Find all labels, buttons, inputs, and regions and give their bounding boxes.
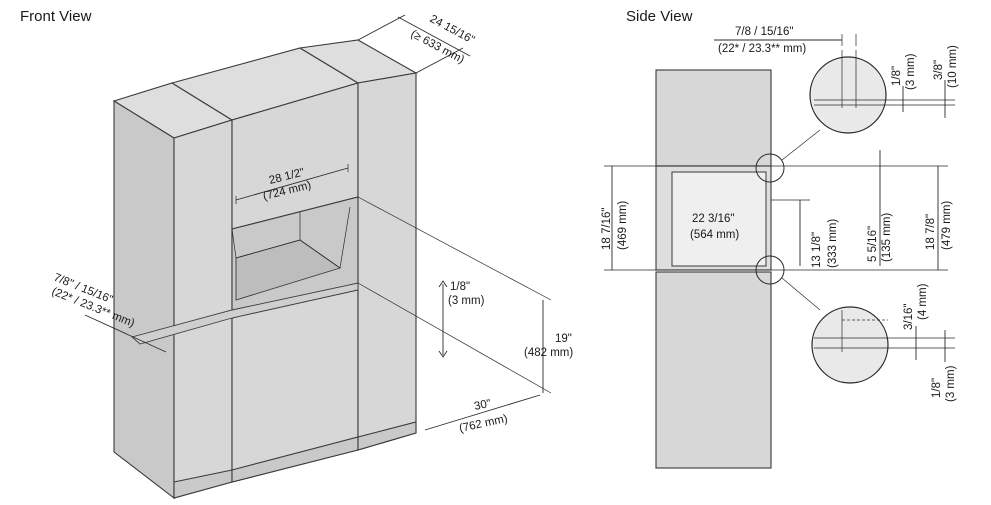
- side-oven-body: [671, 171, 767, 267]
- side-top-gap-mm: (22* / 23.3** mm): [718, 43, 806, 55]
- side-upper-cabinet: [655, 69, 772, 167]
- side-right-height-label: 18 7/8": [925, 214, 937, 250]
- side-offset-label: 5 5/16": [867, 226, 879, 262]
- front-height-mm: (482 mm): [524, 347, 573, 359]
- left-cabinet-front: [173, 119, 233, 499]
- side-d3-label: 3/16": [903, 304, 915, 330]
- front-height-label: 19": [555, 333, 572, 345]
- top-detail-circle: [809, 56, 887, 134]
- side-top-gap-label: 7/8 / 15/16": [735, 26, 793, 38]
- side-left-height-mm: (469 mm): [617, 201, 629, 250]
- side-d1-label: 1/8": [891, 66, 903, 86]
- side-view-title: Side View: [626, 8, 693, 25]
- front-view-drawing: 24 15/16" (≥ 633 mm) 28 1/2" (724 mm) 7/…: [50, 13, 573, 500]
- side-left-height-label: 18 7/16": [601, 208, 613, 250]
- right-cabinet-front: [357, 72, 417, 451]
- side-inner-width-mm: (564 mm): [690, 229, 739, 241]
- side-d3-mm: (4 mm): [917, 283, 929, 320]
- front-depth-floor-mm: (762 mm): [458, 413, 509, 435]
- side-d2-label: 3/8": [933, 60, 945, 80]
- side-inner-width-label: 22 3/16": [692, 213, 734, 225]
- front-view-title: Front View: [20, 8, 92, 25]
- side-d1-mm: (3 mm): [905, 53, 917, 90]
- side-lower-cabinet: [655, 271, 772, 469]
- bottom-detail-circle: [811, 306, 889, 384]
- front-depth-floor-label: 30": [473, 398, 492, 413]
- side-d2-mm: (10 mm): [947, 45, 959, 88]
- side-d4-mm: (3 mm): [945, 365, 957, 402]
- front-small-gap-label: 1/8": [450, 281, 470, 293]
- left-cabinet-side: [113, 100, 175, 500]
- side-inner-height-label: 13 1/8": [811, 232, 823, 268]
- front-small-gap-mm: (3 mm): [448, 295, 485, 307]
- side-right-height-mm: (479 mm): [941, 201, 953, 250]
- side-offset-mm: (135 mm): [881, 213, 893, 262]
- side-inner-height-mm: (333 mm): [827, 219, 839, 268]
- side-d4-label: 1/8": [931, 378, 943, 398]
- side-view-drawing: 7/8 / 15/16" (22* / 23.3** mm) 1/8" (3 m…: [601, 26, 959, 469]
